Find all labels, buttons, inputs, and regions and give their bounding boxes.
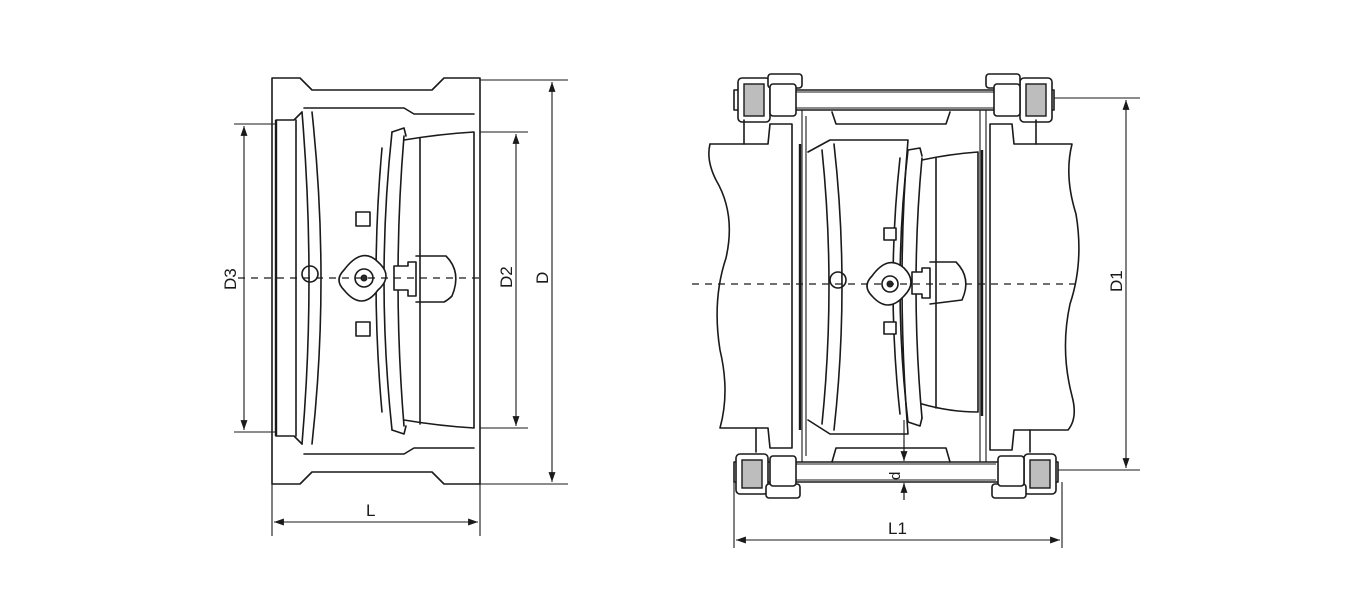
left-seal-bottom <box>275 435 303 445</box>
label-d2: D2 <box>497 266 516 288</box>
left-top-recess <box>303 107 475 115</box>
right-stop-dome <box>929 261 967 305</box>
left-upper-lug <box>355 211 371 227</box>
right-top-recess <box>831 111 951 125</box>
left-stop-dome <box>415 255 457 303</box>
left-view-wafer-valve: D3 D2 D L <box>221 77 568 536</box>
bottom-right-flange-lug <box>997 455 1025 487</box>
left-hole <box>301 265 319 283</box>
top-tie-rod <box>733 89 1055 111</box>
top-right-flange-lug <box>993 83 1021 117</box>
label-d3: D3 <box>221 268 240 290</box>
right-hole <box>829 271 847 289</box>
right-lower-lug <box>883 321 897 335</box>
right-stop-bracket <box>911 267 931 299</box>
label-l1: L1 <box>888 519 907 538</box>
right-upper-lug <box>883 227 897 241</box>
left-lower-lug <box>355 321 371 337</box>
left-bottom-recess <box>303 447 475 455</box>
left-stop-bracket <box>393 261 417 297</box>
left-seat-profile <box>301 111 310 445</box>
label-l: L <box>366 501 375 520</box>
label-d-small: d <box>887 472 904 480</box>
label-d1: D1 <box>1107 270 1126 292</box>
left-pipe-flange <box>708 123 793 449</box>
right-pipe-flange <box>989 123 1080 451</box>
left-seal-top <box>275 111 303 121</box>
right-bottom-recess <box>831 447 951 463</box>
label-d: D <box>533 272 552 284</box>
top-left-flange-lug <box>769 83 797 117</box>
right-view-installed-valve: D1 d L1 <box>692 73 1140 548</box>
bottom-left-flange-lug <box>769 455 797 487</box>
